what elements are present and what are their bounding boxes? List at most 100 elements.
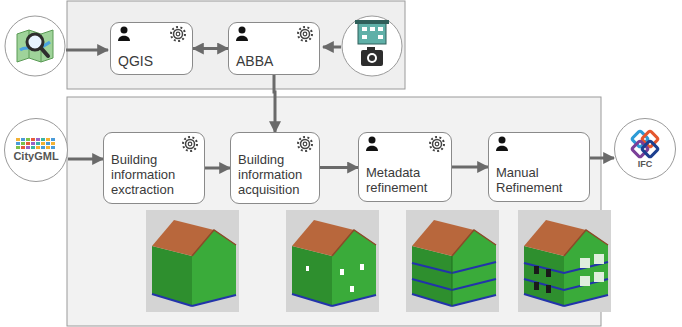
drawing-part [412,262,496,290]
drawing-part [301,30,310,39]
drawing-part [21,146,25,149]
drawing-part [41,142,45,145]
drawing-part [340,269,344,275]
drawing-part [36,142,40,145]
drawing-part [366,146,378,151]
gear-icon [297,136,313,152]
drawing-part [41,138,45,141]
drawing-part [378,27,383,31]
drawing-part [41,48,48,56]
process-box: ABBA [228,22,320,75]
drawing-part [367,47,375,51]
box-label: ABBA [236,53,313,69]
logo-label: CityGML [13,150,58,163]
drawing-part [369,137,376,144]
drawing-part [186,140,195,149]
drawing-part [361,50,383,66]
drawing-part [26,138,30,141]
input-arrow [66,49,108,52]
flow-arrow [193,47,228,50]
drawing-part [298,137,312,151]
drawing-part [176,32,180,36]
gear-icon [182,136,198,152]
box-label: Manual Refinement [496,166,583,196]
drawing-part [286,210,379,312]
drawing-part [236,36,248,41]
drawing-part [580,276,590,286]
drawing-part [46,142,50,145]
process-box: Building information exctraction [103,132,205,204]
input-arrow [323,46,341,49]
drawing-part [171,27,185,41]
format-circle: IFC [614,118,676,180]
model-render-3 [406,210,499,312]
drawing-part [41,146,45,149]
drawing-part [146,210,239,312]
gear-icon [170,26,186,42]
drawing-part [342,16,402,76]
role-icons [235,26,313,42]
model-render-1 [146,210,239,312]
role-icons [365,136,445,152]
format-circle: CityGML [4,118,68,182]
role-icons [117,26,186,42]
drawing-part [51,138,55,141]
flow-arrow [68,158,103,161]
drawing-part [306,266,309,271]
drawing-part [16,138,20,141]
drawing-part [362,35,367,39]
drawing-part [370,27,375,31]
box-label: Building information acquisition [238,153,313,198]
model-render-4 [518,210,611,312]
drawing-part [46,146,50,149]
process-box: Manual Refinement [488,132,590,202]
ifc-logo [628,129,662,159]
drawing-part [358,22,386,44]
drawing-part [433,140,442,149]
role-icons [110,136,198,152]
box-label: Metadata refinement [366,166,445,196]
process-box: QGIS [110,22,193,75]
drawing-part [26,146,30,149]
box-label: Building information exctraction [111,153,198,198]
gear-icon [297,26,313,42]
map-search-icon [5,16,65,76]
drawing-part [499,137,506,144]
drawing-part [534,282,539,290]
model-render-2 [286,210,379,312]
drawing-part [369,55,375,61]
drawing-part [121,27,128,34]
drawing-part [594,272,604,282]
drawing-part [174,30,183,39]
drawing-part [51,142,55,145]
logo [16,138,56,150]
gear-icon [429,136,445,152]
logo-label: IFC [638,159,653,169]
person-icon [235,26,249,42]
drawing-part [239,27,246,34]
citygml-logo [16,138,56,150]
drawing-part [16,146,20,149]
drawing-part [378,35,383,39]
person-icon [117,26,131,42]
drawing-part [31,138,35,141]
drawing-part [350,286,354,292]
drawing-part [36,146,40,149]
drawing-part [496,146,508,151]
top-panel [67,1,405,89]
drawing-part [301,140,310,149]
drawing-part [16,142,20,145]
drawing-part [430,137,444,151]
drawing-part [17,30,53,62]
drawing-part [5,16,65,76]
drawing-part [21,138,25,141]
drawing-part [534,266,539,274]
drawing-part [546,285,551,293]
drawing-part [642,140,659,157]
drawing-part [303,142,307,146]
drawing-part [360,264,364,270]
flow-arrow [452,166,488,169]
drawing-part [36,138,40,141]
drawing-part [367,53,377,63]
